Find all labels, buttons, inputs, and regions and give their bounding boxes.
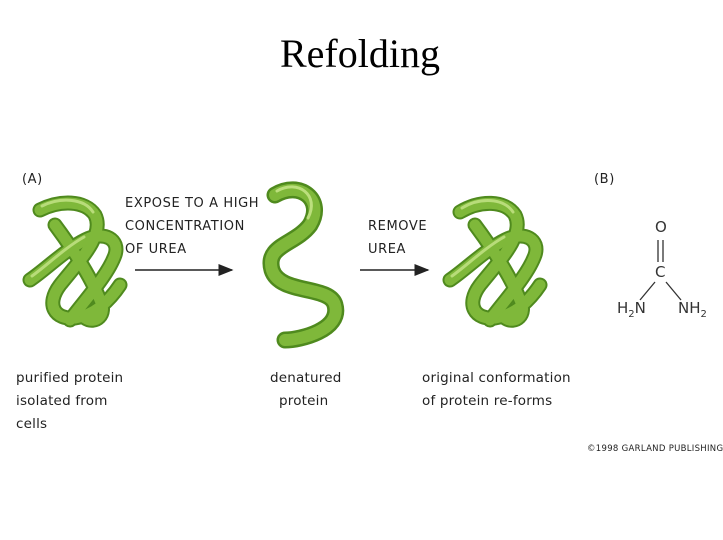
urea-oxygen: O xyxy=(655,218,667,236)
refolded-protein-illustration xyxy=(442,195,548,328)
step1-line-2: CONCENTRATION xyxy=(125,219,245,234)
refolded-caption-line-1: original conformation xyxy=(422,370,571,386)
step2-instructions: REMOVE UREA xyxy=(368,215,427,261)
urea-amine-left-sub: 2 xyxy=(628,309,635,320)
step1-instructions: EXPOSE TO A HIGH CONCENTRATION OF UREA xyxy=(125,192,259,261)
urea-amine-right: NH2 xyxy=(678,299,707,320)
urea-bonds xyxy=(639,240,682,301)
step2-line-1: REMOVE xyxy=(368,219,428,234)
step1-line-3: OF UREA xyxy=(125,242,187,257)
denatured-protein-illustration xyxy=(262,181,345,349)
native-caption-line-3: cells xyxy=(16,416,48,432)
urea-carbon: C xyxy=(655,263,666,281)
copyright-notice: ©1998 GARLAND PUBLISHING xyxy=(587,444,723,454)
denatured-caption: denatured protein xyxy=(270,367,341,413)
native-caption-line-2: isolated from xyxy=(16,393,108,409)
urea-amine-left-n: N xyxy=(634,299,646,317)
refolded-caption: original conformation of protein re-forms xyxy=(422,367,571,413)
urea-amine-right-nh: NH xyxy=(678,299,701,317)
native-caption: purified protein isolated from cells xyxy=(16,367,123,436)
denatured-caption-line-2: protein xyxy=(279,393,329,409)
native-protein-illustration xyxy=(22,195,128,328)
urea-amine-left: H2N xyxy=(617,299,646,320)
step1-line-1: EXPOSE TO A HIGH xyxy=(125,196,260,211)
native-caption-line-1: purified protein xyxy=(16,370,124,386)
step2-line-2: UREA xyxy=(368,242,407,257)
refolded-caption-line-2: of protein re-forms xyxy=(422,393,553,409)
slide-title: Refolding xyxy=(280,31,440,76)
urea-amine-right-sub: 2 xyxy=(700,309,707,320)
panel-b-label: (B) xyxy=(594,172,615,187)
panel-a-label: (A) xyxy=(22,172,43,187)
denatured-caption-line-1: denatured xyxy=(270,370,342,386)
urea-amine-left-h: H xyxy=(617,299,629,317)
